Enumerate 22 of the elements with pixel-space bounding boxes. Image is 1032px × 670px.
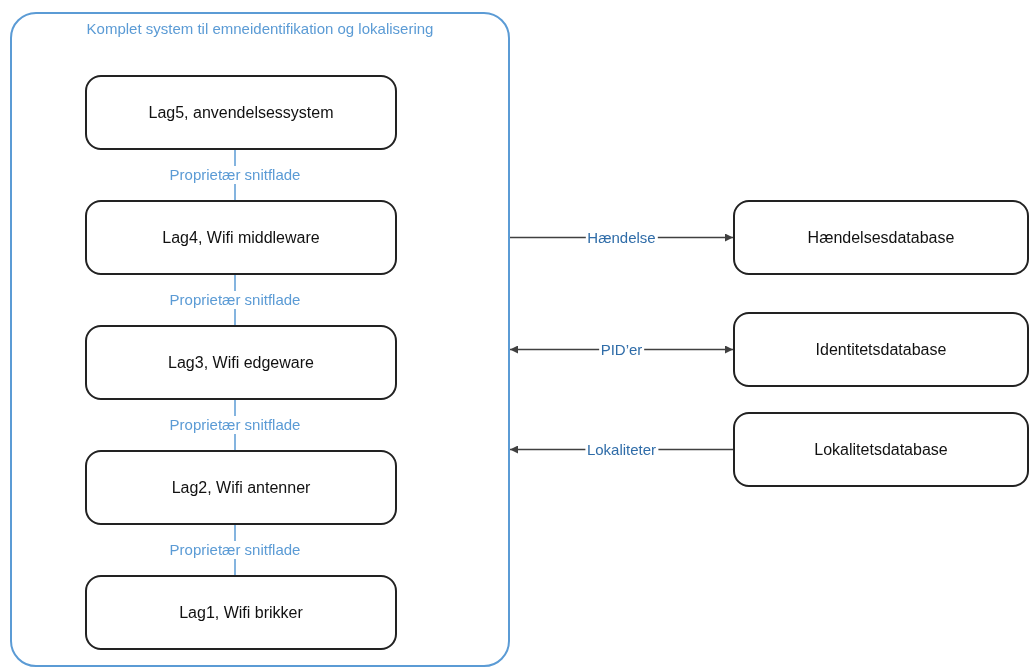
layer-box <box>85 75 397 150</box>
layer-box <box>733 312 1029 387</box>
edge-label: Proprietær snitflade <box>167 541 303 559</box>
node-label: Lag3, Wifi edgeware <box>168 352 314 373</box>
layer-box <box>85 575 397 650</box>
layer-box <box>85 200 397 275</box>
edge-label: Proprietær snitflade <box>167 166 303 184</box>
node-label: Identitetsdatabase <box>815 339 947 360</box>
container-title: Komplet system til emneidentifikation og lokalisering <box>85 19 435 39</box>
layer-box <box>733 412 1029 487</box>
node-label: Lag2, Wifi antenner <box>171 477 311 498</box>
layer-box <box>85 325 397 400</box>
system-container <box>10 12 510 667</box>
node-label: Lag5, anvendelsessystem <box>148 102 334 123</box>
layer-box <box>85 450 397 525</box>
layer-box <box>733 200 1029 275</box>
node-label: Hændelsesdatabase <box>807 227 955 248</box>
node-label: Lokalitetsdatabase <box>814 439 948 460</box>
node-label: Lag1, Wifi brikker <box>179 602 303 623</box>
edge-label: Proprietær snitflade <box>167 416 303 434</box>
node-label: Lag4, Wifi middleware <box>162 227 320 248</box>
edge-label: Proprietær snitflade <box>167 291 303 309</box>
